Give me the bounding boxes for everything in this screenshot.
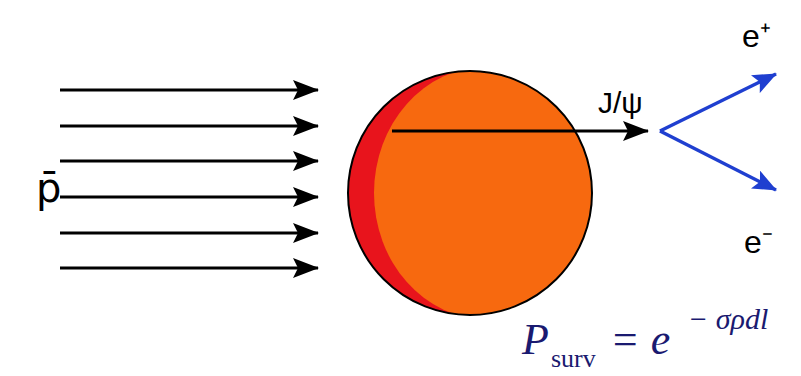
particle-label: e⁺ (742, 20, 771, 52)
particle-label: p̄ (36, 168, 61, 208)
nucleus (348, 67, 598, 319)
particle-label: e⁻ (744, 226, 773, 258)
particle-label: J/ψ (598, 88, 643, 118)
formula-subscript: surv (551, 346, 596, 372)
formula-symbol: = e (610, 318, 670, 362)
jpsi-track (392, 130, 648, 133)
formula-symbol: P (522, 318, 549, 362)
antiproton-beam (60, 90, 318, 268)
decay-tracks (660, 74, 776, 190)
formula-exponent: − σρdl (688, 304, 768, 334)
